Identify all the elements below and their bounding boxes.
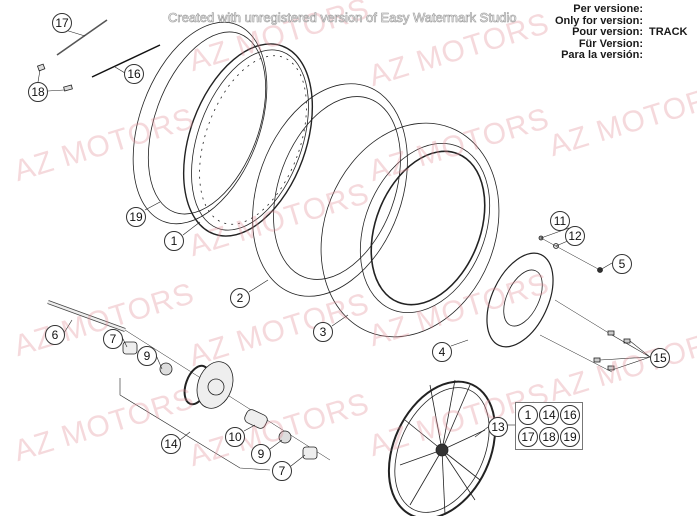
wheel-13 xyxy=(387,379,497,516)
version-table: Per versione: Only for version: Pour ver… xyxy=(520,3,690,62)
version-label: Pour version: xyxy=(572,26,643,39)
version-label: Per versione: xyxy=(573,3,643,15)
version-row-de: Für Version: xyxy=(520,37,690,51)
watermark-banner: Created with unregistered version of Eas… xyxy=(168,10,517,26)
callout-2[interactable]: 2 xyxy=(230,288,250,308)
callout-7[interactable]: 7 xyxy=(272,461,292,481)
nipple-part-18a xyxy=(36,63,46,72)
callout-14[interactable]: 14 xyxy=(161,434,181,454)
callout-12[interactable]: 12 xyxy=(565,226,585,246)
callout-4[interactable]: 4 xyxy=(432,342,452,362)
spacer-part-7b xyxy=(302,446,318,460)
callout-9[interactable]: 9 xyxy=(137,346,157,366)
callout-15[interactable]: 15 xyxy=(650,348,670,368)
callout-18[interactable]: 18 xyxy=(28,82,48,102)
version-label: Für Version: xyxy=(578,37,643,50)
callout-17[interactable]: 17 xyxy=(52,13,72,33)
spoke-part-16 xyxy=(91,44,161,78)
rim-band-19 xyxy=(132,21,268,225)
bearing-part-9a xyxy=(159,362,173,376)
spoke-part-17 xyxy=(56,19,108,56)
callout-19[interactable]: 19 xyxy=(126,207,146,227)
kit-item-19[interactable]: 19 xyxy=(560,427,580,447)
version-value: TRACK xyxy=(649,26,688,39)
version-label: Para la versión: xyxy=(561,49,643,62)
version-label: Only for version: xyxy=(554,14,643,27)
kit-item-16[interactable]: 16 xyxy=(560,405,580,425)
spacer-part-7a xyxy=(122,341,138,355)
version-row-en: Only for version: xyxy=(520,14,690,28)
callout-13[interactable]: 13 xyxy=(488,417,508,437)
callout-7[interactable]: 7 xyxy=(103,329,123,349)
sleeve-part-10 xyxy=(244,409,268,429)
kit-item-14[interactable]: 14 xyxy=(539,405,559,425)
rim-1 xyxy=(182,43,314,237)
callout-10[interactable]: 10 xyxy=(225,427,245,447)
callout-9[interactable]: 9 xyxy=(251,444,271,464)
tyre-3 xyxy=(320,122,500,338)
hub-14 xyxy=(183,361,234,409)
kit-item-1[interactable]: 1 xyxy=(518,405,538,425)
nipple-part-18b xyxy=(63,84,73,92)
inner-tube-2 xyxy=(252,83,408,297)
callout-11[interactable]: 11 xyxy=(550,211,570,231)
callout-5[interactable]: 5 xyxy=(612,254,632,274)
version-row-it: Per versione: xyxy=(520,3,690,16)
callout-1[interactable]: 1 xyxy=(164,231,184,251)
brake-disc-4 xyxy=(486,252,554,348)
kit-item-18[interactable]: 18 xyxy=(539,427,559,447)
kit-contents-box: 1 14 16 17 18 19 xyxy=(515,402,583,450)
version-row-fr: Pour version: TRACK xyxy=(520,27,690,39)
callout-3[interactable]: 3 xyxy=(313,322,333,342)
kit-item-17[interactable]: 17 xyxy=(518,427,538,447)
version-row-es: Para la versión: xyxy=(520,50,690,62)
callout-6[interactable]: 6 xyxy=(45,325,65,345)
callout-16[interactable]: 16 xyxy=(124,64,144,84)
